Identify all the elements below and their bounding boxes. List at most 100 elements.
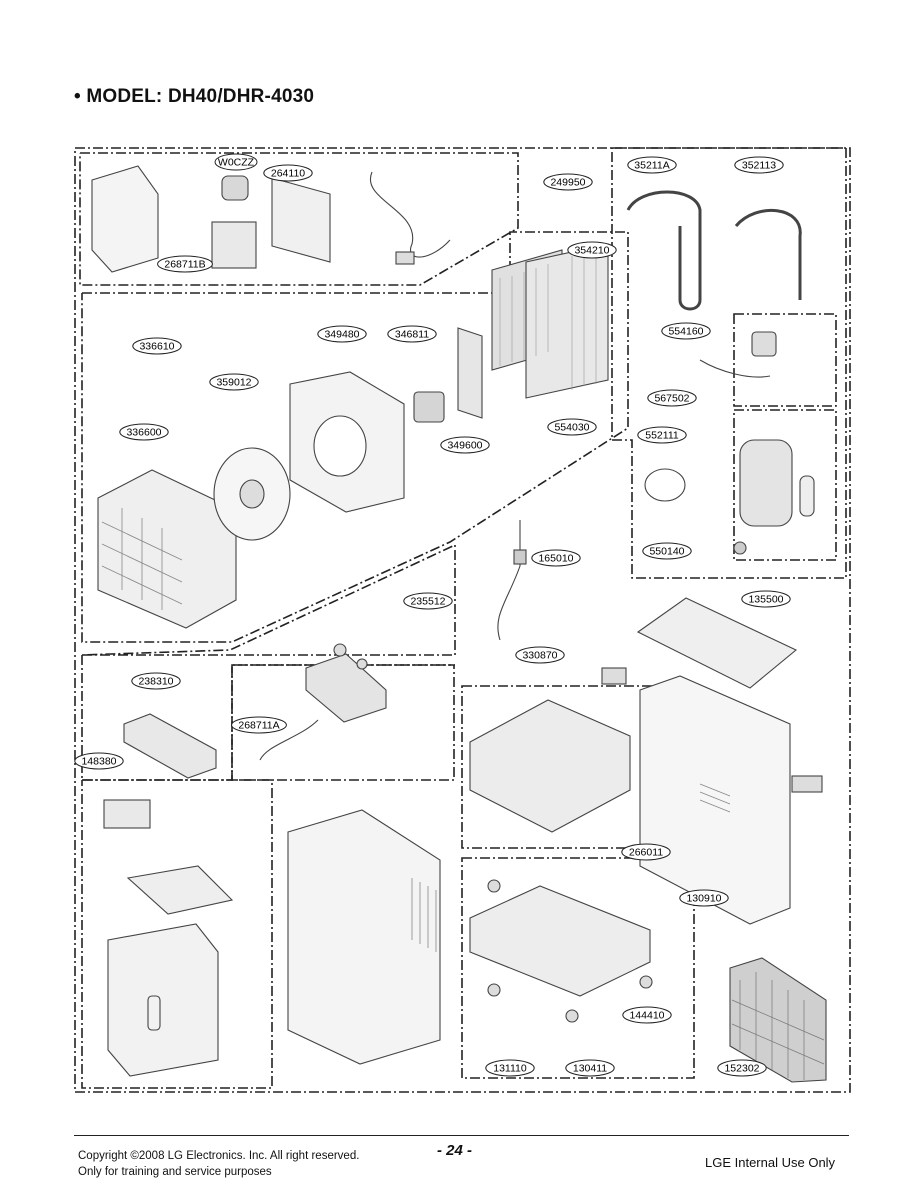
motor-bracket [457,327,483,419]
part-number-label: 336600 [126,427,161,439]
sensor-lead [497,520,521,641]
pcb-assembly [305,653,387,723]
outer-frame [74,147,851,1093]
part-number-label: 135500 [748,594,783,606]
front-cabinet [287,809,441,1065]
part-illustrations [91,165,827,1083]
part-number-label: 152302 [724,1063,759,1075]
part-number-label: 354210 [574,245,609,257]
part-number-label: 268711A [238,720,279,732]
rear-cabinet [639,675,791,925]
drain-cap [601,667,627,685]
part-label-bubble [131,672,181,690]
part-number-label: 567502 [654,393,689,405]
part-label-bubble [231,716,287,734]
part-number-label: 330870 [522,650,557,662]
part-number-label: 264110 [271,168,305,180]
base-pan [469,885,651,997]
grommet [733,541,747,555]
compressor [739,439,793,527]
part-number-label: 148380 [81,756,116,768]
bucket-lid [103,799,151,829]
part-number-label: 238310 [138,676,173,688]
part-label-bubble [734,156,784,174]
float-holder [126,865,234,915]
part-label-bubble [622,1006,672,1024]
fan-motor [413,391,445,423]
caster-1 [487,879,501,893]
part-label-bubble [567,241,617,259]
pipe-discharge [734,208,802,300]
part-label-bubble [621,843,671,861]
bracket-frame [271,177,331,263]
group-outline-control-top [81,543,456,656]
part-number-label: 550140 [649,546,684,558]
part-label-bubble [403,592,453,610]
part-label-bubble [74,752,124,770]
part-number-label: 268711B [164,259,205,271]
part-label-bubble [214,153,258,171]
copyright-notice: Copyright ©2008 LG Electronics. Inc. All… [78,1148,359,1180]
wire-harness [369,171,451,258]
part-label-bubble [647,389,697,407]
copyright-line-2: Only for training and service purposes [78,1166,272,1178]
pipe-suction [626,190,702,311]
group-outline-top-left [79,152,519,286]
part-label-bubble [132,337,182,355]
valve-coil [751,331,777,357]
internal-use-notice: LGE Internal Use Only [705,1155,836,1170]
page-number: - 24 - [437,1142,473,1159]
caster-4 [639,975,653,989]
plug [395,251,415,265]
caster-2 [487,983,501,997]
part-label-bubble [515,646,565,664]
copyright-line-1: Copyright ©2008 LG Electronics. Inc. All… [78,1150,360,1162]
control-box [211,221,257,269]
part-number-label: 554160 [668,326,703,338]
part-number-label: 349600 [447,440,482,452]
part-number-label: 130411 [573,1063,607,1075]
group-outline-valve [733,313,837,407]
caster-3 [565,1009,579,1023]
group-outline-bucket [81,779,273,1089]
part-number-label: 235512 [410,596,445,608]
part-label-bubble [679,889,729,907]
part-label-bubble [661,322,711,340]
part-label-bubble [543,173,593,191]
part-label-bubble [485,1059,535,1077]
part-number-label: 35211A [634,160,669,172]
part-label-bubble [547,418,597,436]
part-number-label: 346811 [395,329,429,341]
part-label-bubble [565,1059,615,1077]
drain-pan [469,699,631,833]
part-label-bubble [387,325,437,343]
part-label-bubble [209,373,259,391]
accumulator [799,475,815,517]
capacitor [221,175,249,201]
part-number-label: 554030 [554,422,589,434]
valve-lead [699,359,771,378]
part-label-bubble [263,164,313,182]
bucket-window [147,995,161,1031]
part-label-bubble [642,542,692,560]
footer-divider [74,1135,849,1136]
group-outline-compressor [733,409,837,561]
capillary-coil [644,468,686,502]
part-label-bubble [317,325,367,343]
sensor-head [513,549,527,565]
part-label-bubble [440,436,490,454]
part-label-bubble [717,1059,767,1077]
page-title: • MODEL: DH40/DHR-4030 [74,86,315,107]
part-number-label: 165010 [538,553,573,565]
pcb-lead [259,719,319,761]
part-number-label: 131110 [493,1063,527,1075]
group-outline-refrigeration [611,147,847,579]
part-label-bubble [119,423,169,441]
part-label-bubble [157,255,213,273]
part-number-label: 130910 [686,893,721,905]
part-number-label: 352113 [742,160,776,172]
handle [791,775,823,793]
blower-housing [97,469,237,629]
